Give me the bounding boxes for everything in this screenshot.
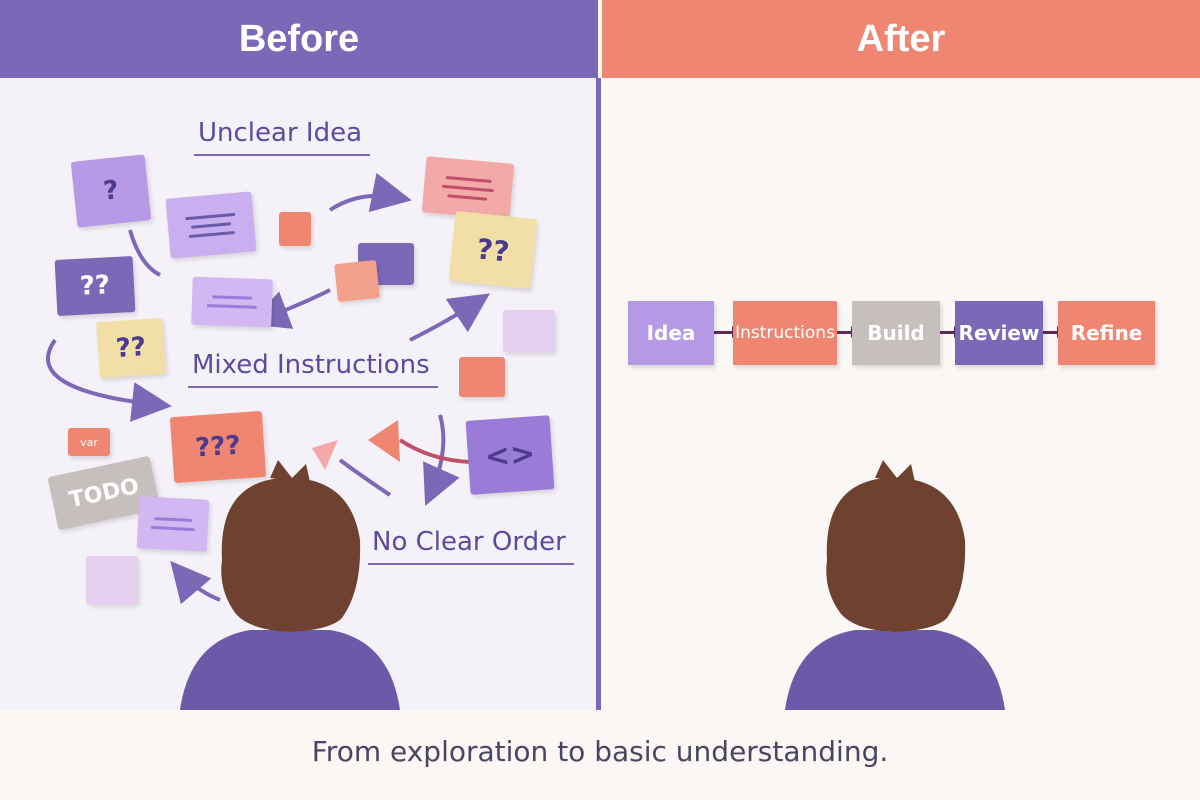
arrow-2	[128, 229, 161, 277]
label-no-clear-order: No Clear Order	[368, 527, 574, 565]
arrow-4	[409, 293, 490, 342]
after-title: After	[856, 17, 946, 60]
note-small-lavender	[503, 310, 555, 352]
flow-arrow-3	[940, 326, 962, 338]
flow-step-review: Review	[955, 301, 1043, 365]
flow-arrow-4	[1043, 326, 1065, 338]
note-small-coral-3	[459, 357, 505, 397]
arrow-7	[338, 458, 392, 497]
note-small-lavender-2	[86, 556, 138, 604]
flow-step-build: Build	[852, 301, 940, 365]
arrow-8	[398, 438, 471, 464]
arrow-9	[170, 560, 221, 605]
note-var: var	[68, 428, 110, 456]
arrow-1	[328, 172, 412, 213]
flow-step-instructions: Instructions	[733, 301, 837, 365]
person-before	[180, 460, 400, 710]
pink-triangle	[368, 420, 400, 462]
label-unclear-idea: Unclear Idea	[193, 118, 371, 156]
flow-arrow-2	[837, 326, 859, 338]
flow-step-idea: Idea	[628, 301, 714, 365]
after-header: After	[602, 0, 1200, 78]
before-title: Before	[238, 17, 360, 60]
panel-divider	[596, 78, 601, 710]
pink-triangle-2	[312, 440, 338, 470]
arrow-5	[46, 338, 172, 422]
flow-step-refine: Refine	[1058, 301, 1155, 365]
arrow-6	[423, 414, 460, 506]
people	[180, 460, 1005, 710]
note-small-coral-1	[279, 212, 311, 246]
chaos-arrows	[46, 172, 490, 605]
person-after	[785, 460, 1005, 710]
before-header: Before	[0, 0, 598, 78]
label-mixed-instructions: Mixed Instructions	[188, 350, 438, 388]
caption: From exploration to basic understanding.	[311, 735, 889, 768]
flow-arrow-1	[714, 326, 740, 338]
